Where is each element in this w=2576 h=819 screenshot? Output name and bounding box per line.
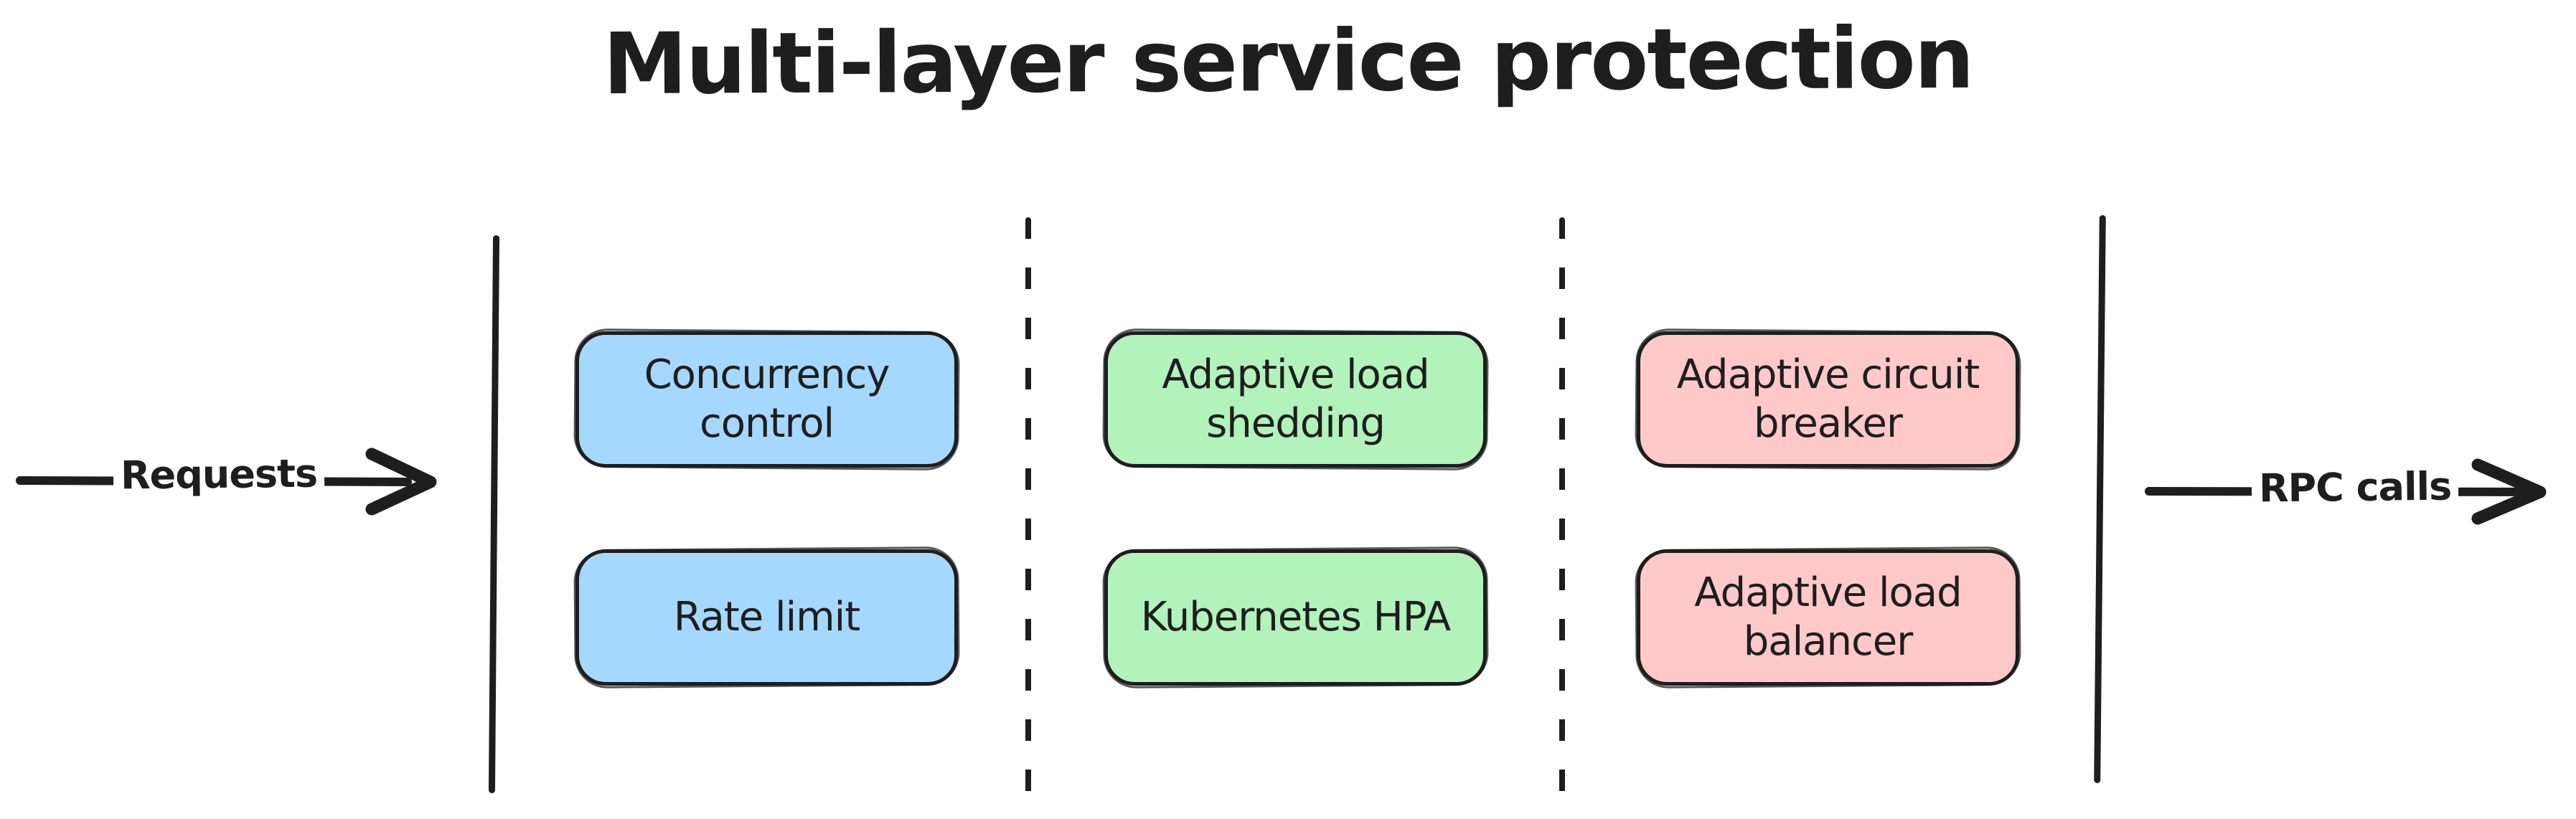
left-boundary-line xyxy=(488,235,500,794)
box-label: Rate limit xyxy=(673,593,860,640)
box-label: Adaptive load shedding xyxy=(1162,351,1429,447)
box-label: Adaptive circuit breaker xyxy=(1676,351,1980,447)
box-adaptive-load-shedding: Adaptive load shedding xyxy=(1104,331,1487,468)
box-adaptive-circuit-breaker: Adaptive circuit breaker xyxy=(1637,331,2019,468)
box-kubernetes-hpa: Kubernetes HPA xyxy=(1104,549,1487,686)
requests-arrow-label: Requests xyxy=(113,450,325,498)
rpc-calls-arrow-label: RPC calls xyxy=(2251,463,2459,511)
box-label: Kubernetes HPA xyxy=(1140,593,1451,640)
box-rate-limit: Rate limit xyxy=(575,549,958,686)
box-label: Adaptive load balancer xyxy=(1694,569,1962,665)
box-adaptive-load-balancer: Adaptive load balancer xyxy=(1637,549,2019,686)
layer-separator-1 xyxy=(1025,217,1031,819)
diagram-title: Multi-layer service protection xyxy=(603,8,1973,114)
box-concurrency-control: Concurrency control xyxy=(575,331,958,468)
right-boundary-line xyxy=(2094,214,2106,784)
layer-separator-2 xyxy=(1559,217,1565,819)
box-label: Concurrency control xyxy=(644,351,890,447)
